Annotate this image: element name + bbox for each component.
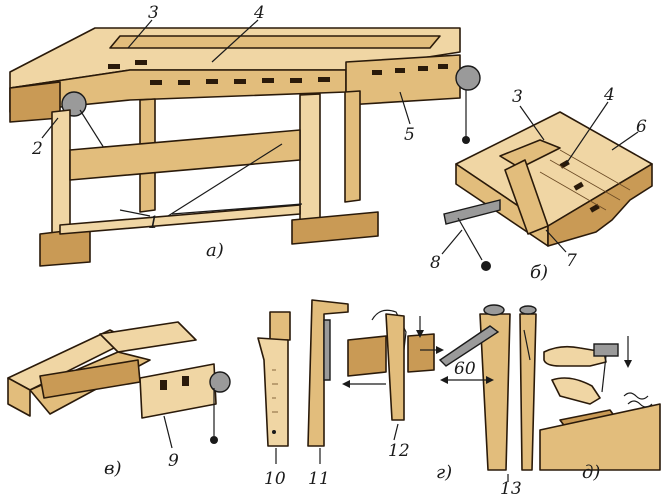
- stop-13-post-right: [519, 313, 537, 471]
- label-11: 11: [308, 469, 330, 489]
- label-1: 1: [148, 213, 159, 233]
- rear-vise-handle-knob: [462, 136, 470, 144]
- shavings: [623, 392, 653, 408]
- board-top: [99, 321, 197, 353]
- stop-12-spring: [371, 309, 407, 421]
- caption-b: б): [530, 262, 548, 283]
- stop-11-body: [307, 299, 349, 447]
- leg-front-right: [299, 93, 321, 235]
- rear-vise-screw-head: [455, 65, 481, 91]
- caption-a: а): [206, 240, 224, 261]
- vise-screw: [443, 199, 501, 225]
- label-4b: 4: [603, 85, 615, 105]
- hammer-handle: [601, 355, 607, 393]
- stop-10-body: [257, 337, 289, 447]
- label-2: 2: [31, 139, 43, 159]
- vise-guide: [504, 159, 549, 235]
- tool-tray: [109, 35, 441, 49]
- stop-13-head-right: [519, 305, 537, 315]
- front-vise-handle: [79, 109, 105, 149]
- label-60: 60: [454, 359, 476, 379]
- vise-screw-handle: [457, 217, 483, 261]
- bottom-rail: [59, 204, 301, 235]
- label-4: 4: [253, 3, 265, 23]
- hammer-head: [593, 343, 619, 357]
- stop-11-spring: [323, 319, 331, 381]
- stretcher: [69, 129, 301, 181]
- bench-stops-detail: 10 11 12 г) 60 13: [257, 299, 537, 494]
- hand-top: [543, 345, 607, 367]
- bench-section-right: [407, 333, 435, 373]
- stop-10-head: [269, 311, 291, 341]
- clamp-screw-head: [209, 371, 231, 393]
- caption-v: в): [104, 458, 122, 479]
- clamp-handle-knob: [210, 436, 218, 444]
- label-3b: 3: [512, 87, 523, 107]
- vise-side-face: [547, 163, 653, 247]
- label-6: 6: [636, 117, 647, 137]
- label-12: 12: [388, 441, 410, 461]
- hand-bottom: [551, 377, 601, 405]
- clamp-holes: [160, 376, 189, 390]
- label-7: 7: [566, 251, 577, 271]
- bench-surface: [539, 403, 661, 471]
- workbench-assembly: 3 4 5 2 1 а): [9, 3, 481, 267]
- bench-dog-holes: [108, 60, 330, 85]
- label-10: 10: [264, 469, 286, 489]
- label-9: 9: [168, 451, 179, 471]
- leg-back-right: [344, 90, 361, 203]
- label-8: 8: [430, 253, 441, 273]
- caption-d: д): [582, 462, 600, 483]
- stop-12-body: [385, 313, 405, 421]
- foot-right: [291, 211, 379, 245]
- stop-13-head-left: [483, 304, 505, 316]
- board-left-front: [7, 377, 31, 417]
- rear-vise-holes: [372, 64, 448, 75]
- rear-vise-block: [345, 54, 461, 106]
- bench-section-left: [347, 335, 387, 377]
- vise-jaw-block: [499, 139, 561, 169]
- clamp-block: [139, 363, 217, 419]
- label-13: 13: [500, 479, 522, 494]
- stop-13-lever: [438, 325, 500, 367]
- label-3: 3: [148, 3, 159, 23]
- vise-screw-knob: [481, 261, 491, 271]
- caption-g: г): [436, 462, 452, 483]
- rear-vise-detail: 3 4 6 7 8 б): [430, 85, 653, 283]
- bench-clamp-detail: 9 в): [7, 321, 231, 479]
- stop-10-marks: [272, 369, 278, 434]
- label-5: 5: [404, 125, 415, 145]
- hammer-detail: д): [539, 336, 661, 483]
